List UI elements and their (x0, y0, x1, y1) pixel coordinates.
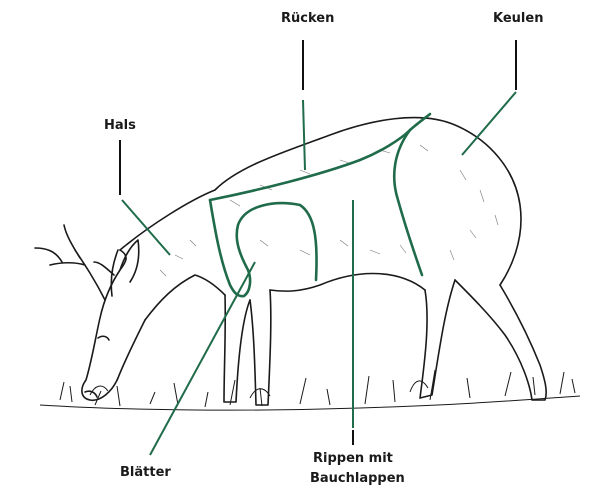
label-ruecken: Rücken (281, 11, 335, 26)
cut-line-back (208, 112, 432, 202)
cut-line-shoulder (208, 198, 318, 298)
label-rippen-line1: Rippen mit (313, 451, 393, 466)
leader-lines (119, 40, 517, 445)
grass-ground (39, 369, 581, 411)
label-keulen: Keulen (493, 11, 544, 26)
cut-line-keulen (392, 128, 424, 277)
leader-blaetter (149, 261, 256, 456)
cut-lines (208, 112, 432, 298)
leader-keulen (461, 91, 517, 156)
deer-sketch (34, 116, 547, 406)
leader-lines-green (121, 91, 517, 456)
leader-ruecken (302, 99, 306, 171)
label-hals: Hals (104, 118, 136, 133)
label-rippen-line2: Bauchlappen (310, 471, 405, 486)
label-blaetter: Blätter (120, 465, 171, 480)
leader-hals (121, 199, 171, 256)
